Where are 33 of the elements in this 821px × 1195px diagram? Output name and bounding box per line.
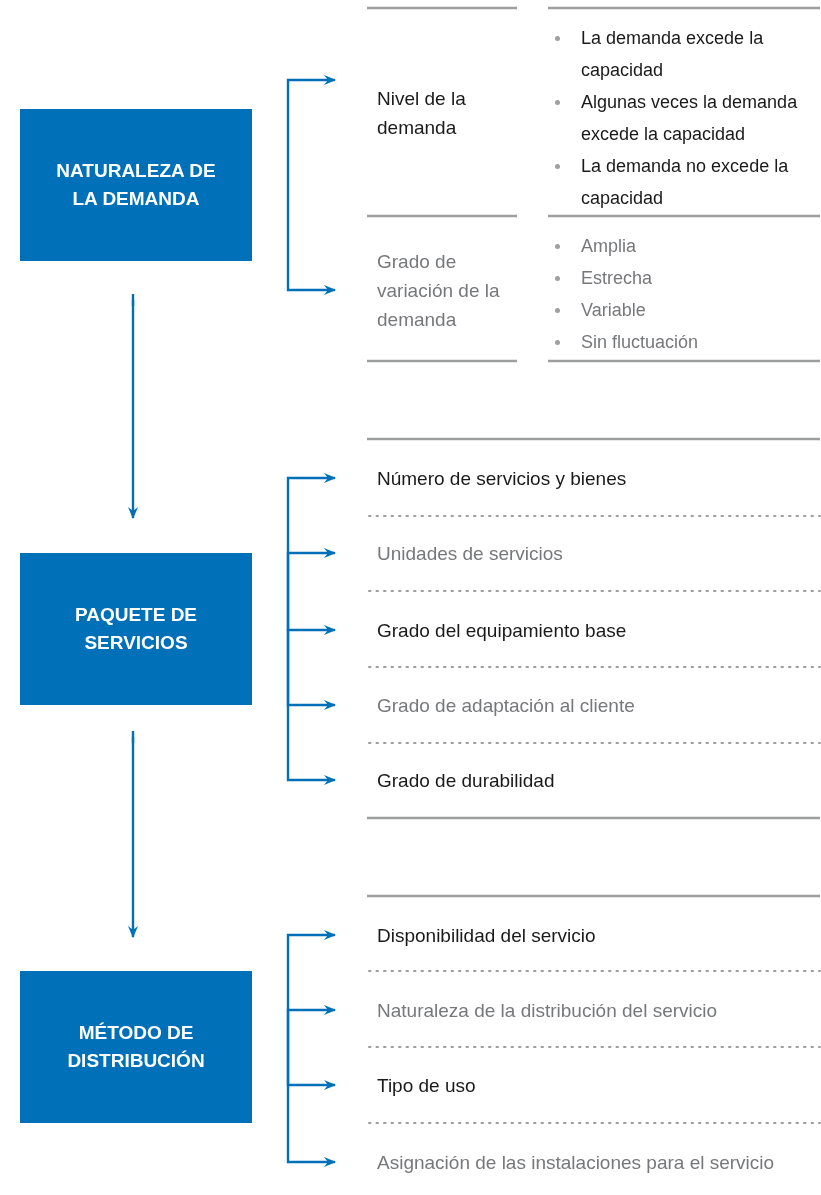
attribute-label: Grado de variación de la demanda <box>377 249 501 332</box>
bracket-arrow <box>286 1005 336 1048</box>
bracket-arrow <box>286 75 336 185</box>
category-title: NATURALEZA DE LA DEMANDA <box>55 159 217 211</box>
category-box <box>20 553 252 705</box>
bullet-text: Variable <box>581 299 647 322</box>
category-box <box>20 109 252 261</box>
category-title: PAQUETE DE SERVICIOS <box>73 603 199 655</box>
flow-arrow <box>128 294 138 519</box>
bullet-text: Estrecha <box>581 267 654 290</box>
attribute-label: Nivel de la demanda <box>377 87 467 140</box>
attribute-label: Grado de adaptación al cliente <box>377 693 635 718</box>
attribute-label: Asignación de las instalaciones para el servicio <box>377 1150 775 1175</box>
bullet-text: Algunas veces la demanda excede la capacidad <box>581 91 799 146</box>
attribute-label: Número de servicios y bienes <box>377 466 627 491</box>
bullet-text: Sin fluctuación <box>581 331 700 354</box>
bullet-text: La demanda excede la capacidad <box>581 27 765 82</box>
bracket-arrow <box>286 625 336 635</box>
bracket-arrow <box>286 185 336 295</box>
attribute-label: Grado de durabilidad <box>377 768 555 793</box>
bullet-text: La demanda no excede la capacidad <box>581 155 790 210</box>
attribute-label: Disponibilidad del servicio <box>377 923 596 948</box>
bracket-arrow <box>286 548 336 629</box>
bracket-arrow <box>286 1048 336 1167</box>
category-title: MÉTODO DE DISTRIBUCIÓN <box>66 1021 206 1073</box>
flow-arrow <box>128 731 138 938</box>
attribute-label: Tipo de uso <box>377 1073 476 1098</box>
bullet-text: Amplia <box>581 235 638 258</box>
attribute-label: Unidades de servicios <box>377 541 563 566</box>
bracket-arrow <box>286 629 336 785</box>
attribute-label: Grado del equipamiento base <box>377 618 627 643</box>
category-box <box>20 971 252 1123</box>
attribute-label: Naturaleza de la distribución del servicio <box>377 998 718 1023</box>
